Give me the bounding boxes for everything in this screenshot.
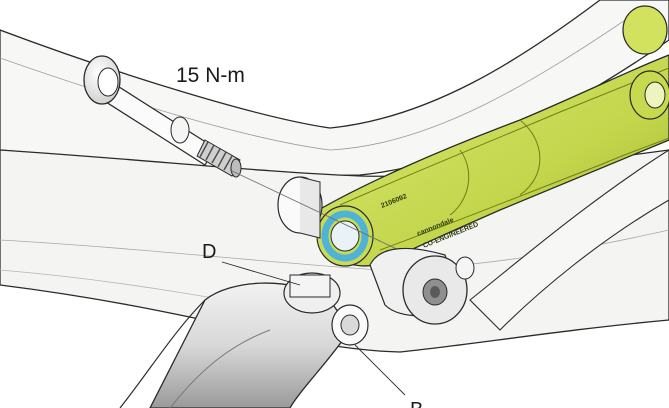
callout-d-line [221,261,301,286]
torque-label: 15 N-m [176,64,245,87]
bearing [316,205,374,267]
callout-b-line [354,344,406,396]
pivot-bolt [83,55,242,178]
callout-d: D [202,241,216,263]
rear-shock [119,272,369,408]
shock-clevis [289,274,331,298]
alignment-line [229,169,421,261]
seat-stay-right [469,149,669,331]
callout-b: B [410,399,423,408]
rocker-link: 2106092 cannondale CO-ENGINEERED [309,5,669,267]
shock-eyelet [369,247,475,325]
